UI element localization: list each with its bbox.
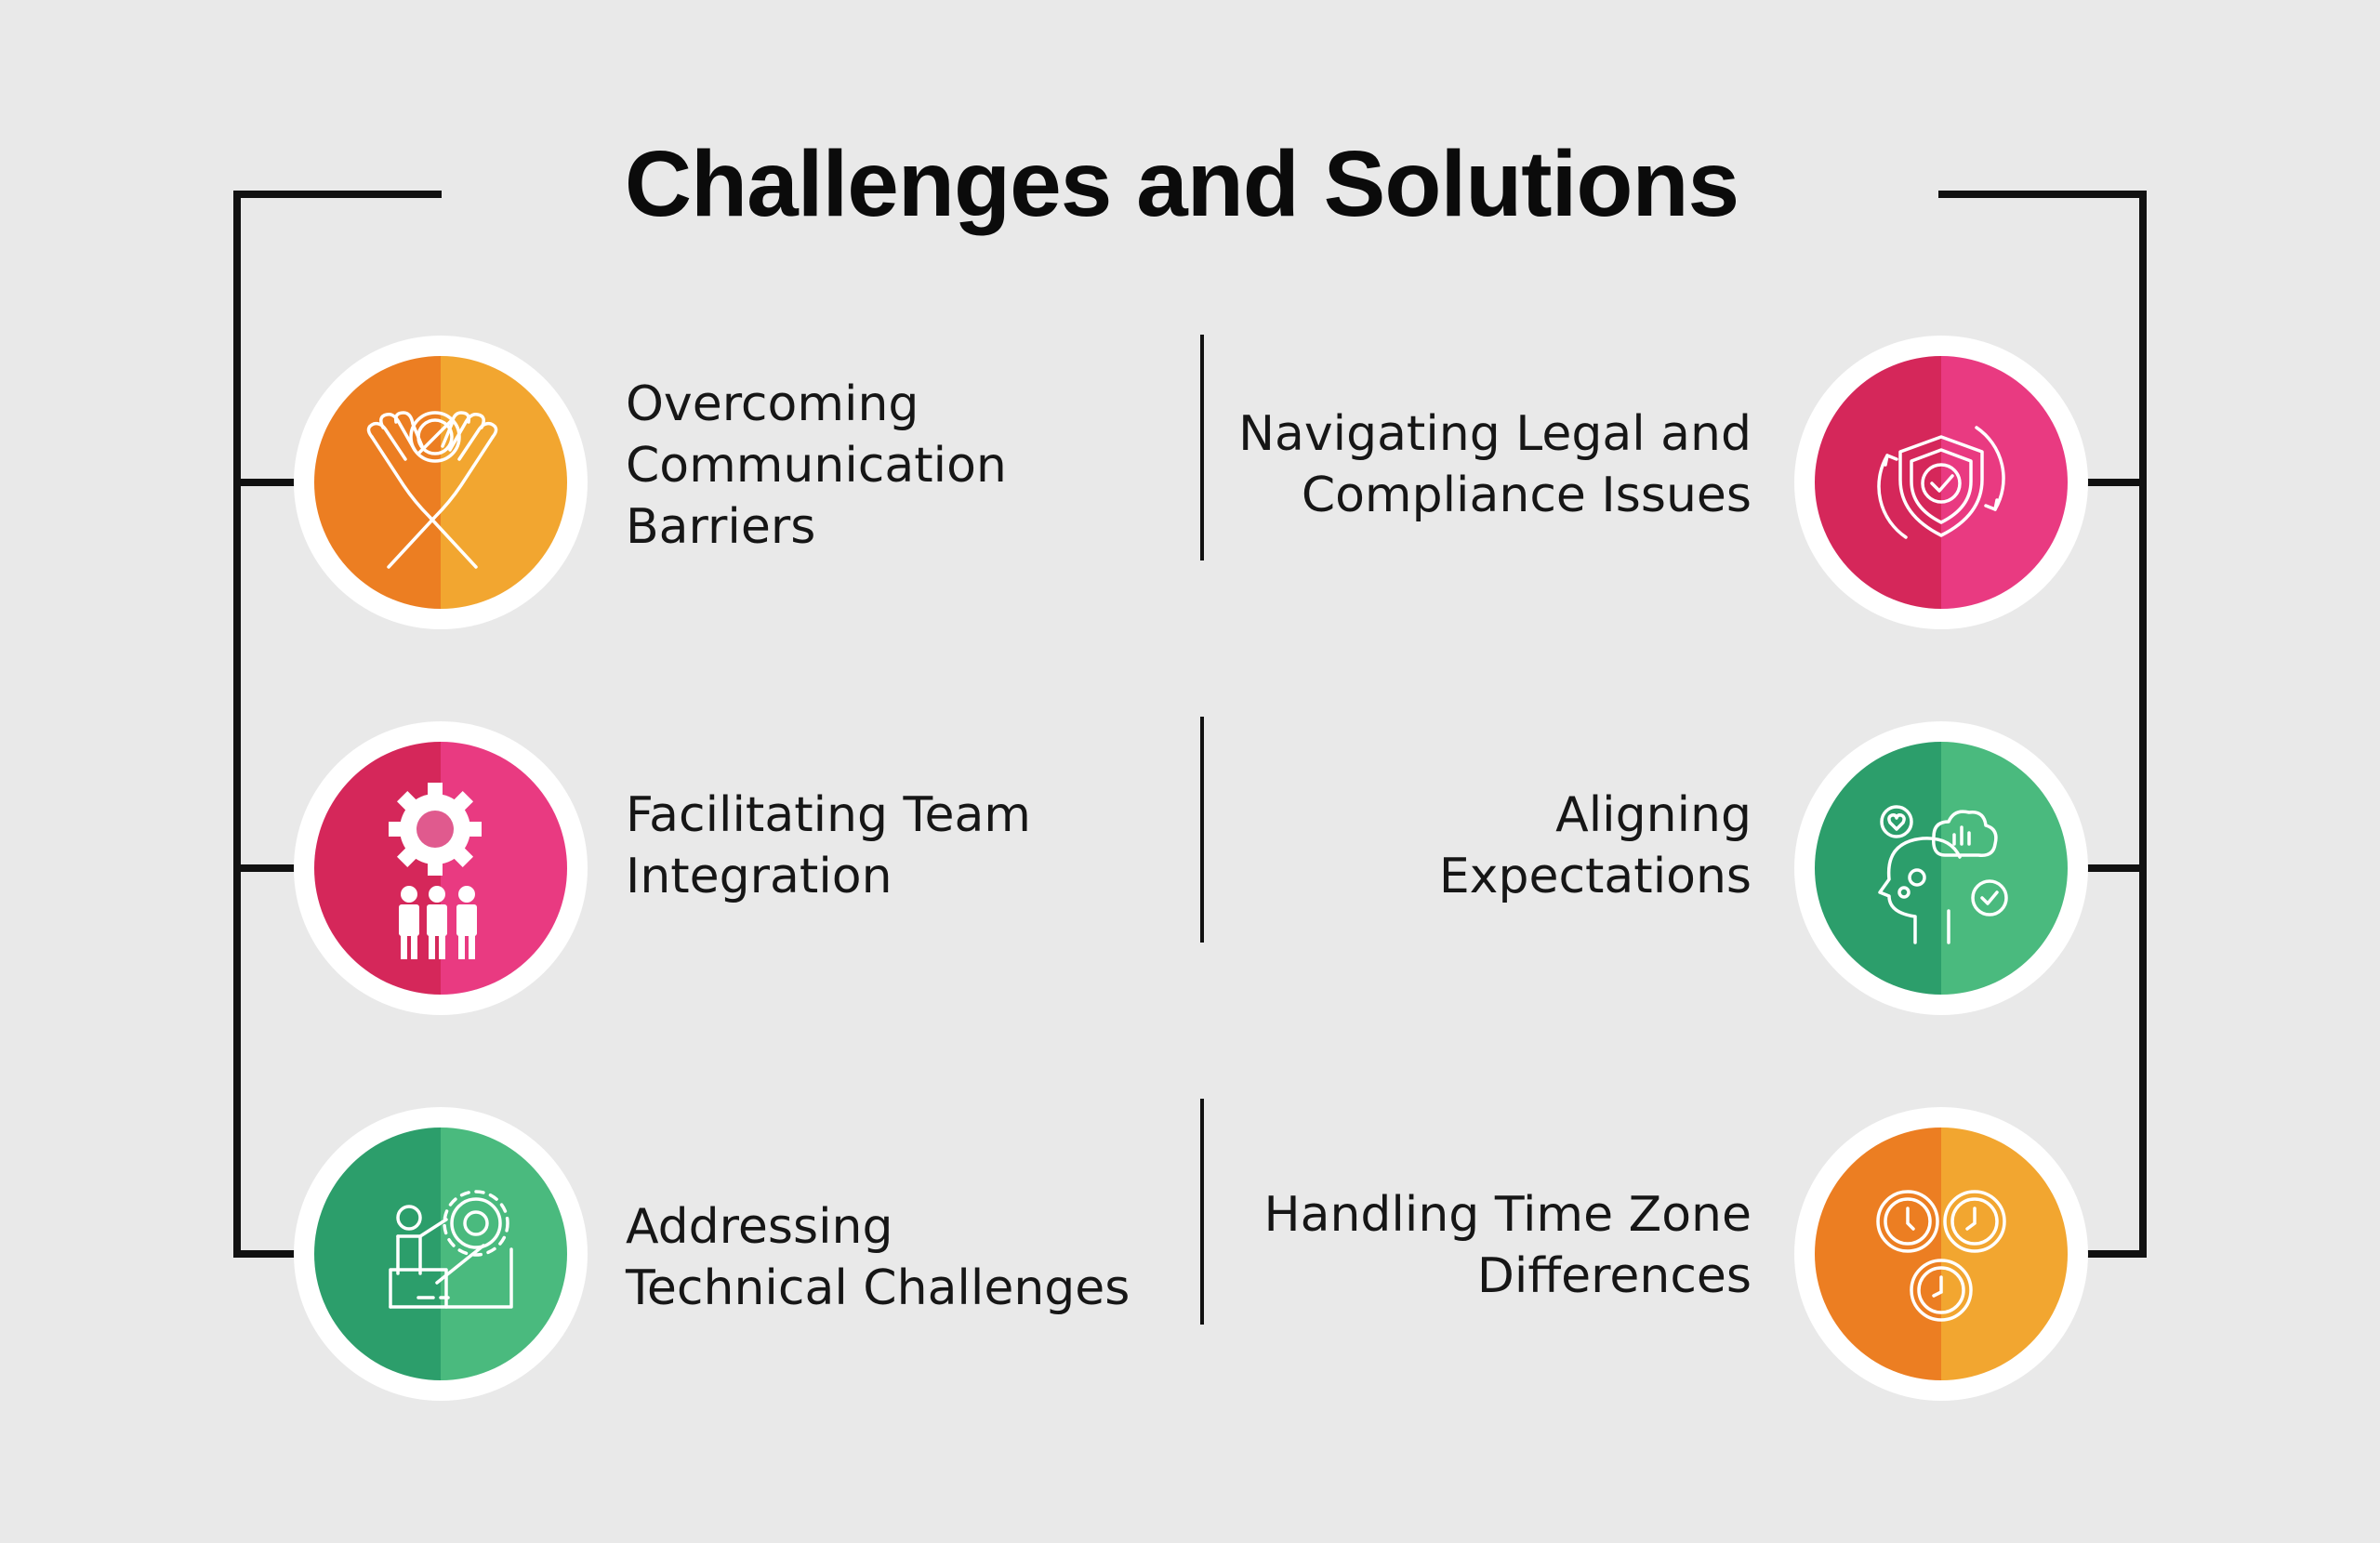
label-legal: Navigating Legal and Compliance Issues: [1238, 406, 1752, 523]
circle-communication: [294, 336, 588, 629]
right-bracket: [1938, 191, 2147, 1258]
label-timezone: Handling Time Zone Differences: [1263, 1187, 1752, 1304]
gear-team-icon: [389, 783, 482, 959]
person-gear-icon: [389, 1190, 513, 1309]
page-title: Challenges and Solutions: [624, 132, 1739, 236]
crossed-hands-icon: [366, 411, 498, 569]
label-technical: Addressing Technical Challenges: [626, 1199, 1130, 1316]
label-communication: Overcoming Communication Barriers: [626, 376, 1007, 555]
head-thoughts-icon: [1878, 805, 2008, 944]
circle-team: [294, 721, 588, 1015]
circle-technical: [294, 1107, 588, 1401]
circle-legal: [1794, 336, 2088, 629]
label-team: Facilitating Team Integration: [626, 787, 1031, 904]
circle-expectations: [1794, 721, 2088, 1015]
left-bracket: [233, 191, 442, 1258]
clocks-icon: [1876, 1190, 2006, 1322]
shield-check-icon: [1877, 426, 2005, 539]
circle-timezone: [1794, 1107, 2088, 1401]
label-expectations: Aligning Expectations: [1438, 787, 1752, 904]
